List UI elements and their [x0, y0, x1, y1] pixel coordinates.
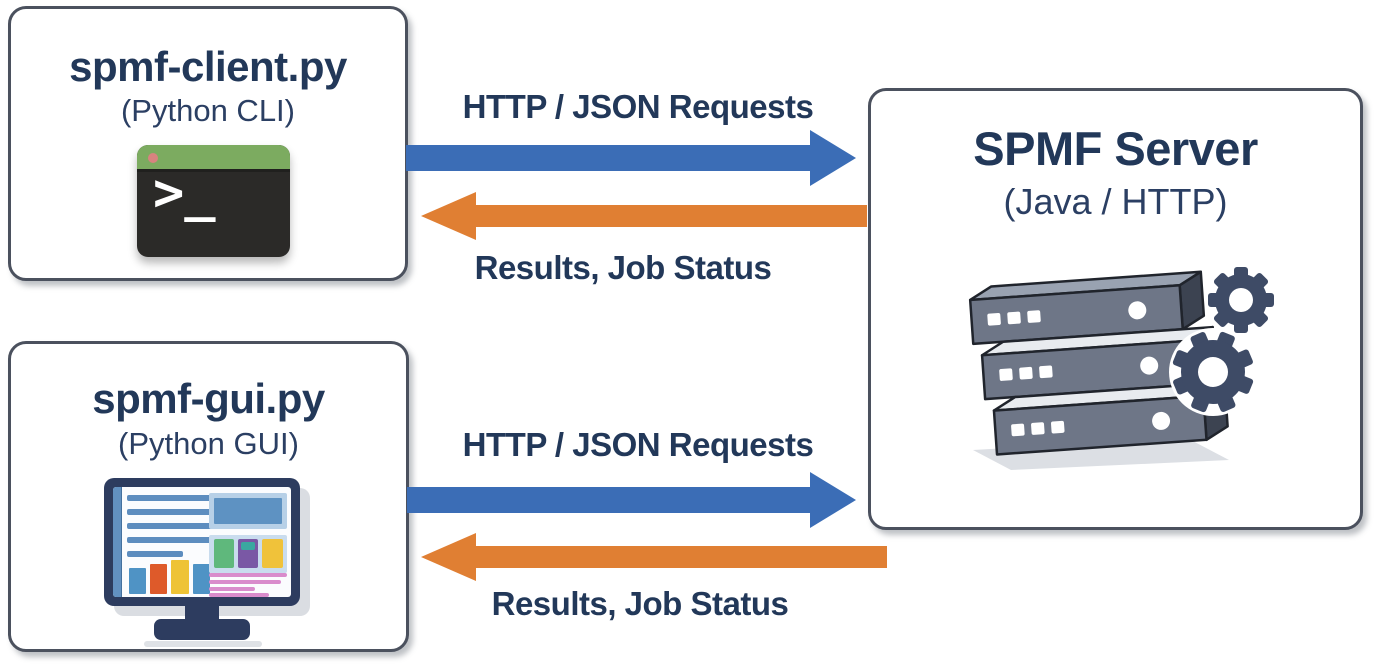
gui-title: spmf-gui.py [92, 375, 325, 422]
monitor-stand-neck [185, 604, 219, 621]
monitor-frame [104, 478, 300, 606]
response-label: Results, Job Status [491, 585, 789, 622]
mini-chart-bar [129, 568, 146, 594]
screen-tiles-panel [209, 535, 287, 573]
server-shadow [973, 438, 1229, 470]
client-subtitle: (Python CLI) [120, 93, 295, 128]
monitor-stand-base [154, 619, 250, 640]
response-arrowhead-icon [421, 192, 476, 240]
mini-chart-bar [193, 564, 210, 594]
monitor-shadow [144, 641, 262, 647]
client-title: spmf-client.py [69, 43, 347, 90]
server-stack-gears-icon [968, 264, 1277, 470]
request-label: HTTP / JSON Requests [462, 88, 814, 125]
screen-header-panel [209, 493, 287, 529]
response-arrowhead-icon [421, 533, 476, 581]
request-arrowhead-icon [810, 130, 856, 186]
server-subtitle: (Java / HTTP) [1003, 181, 1228, 222]
gui-subtitle: (Python GUI) [118, 426, 299, 461]
screen-sidebar [113, 487, 122, 597]
monitor-screen [113, 487, 291, 597]
response-arrow [474, 205, 867, 227]
server-unit [992, 381, 1229, 456]
terminal-prompt-glyph: >_ [153, 163, 216, 223]
request-arrowhead-icon [810, 472, 856, 528]
gear-icon [1205, 264, 1277, 336]
client-node-box: spmf-client.py (Python CLI) >_ [8, 6, 408, 281]
monitor-dashboard-icon [104, 478, 300, 648]
mini-chart-bar [171, 560, 189, 594]
terminal-titlebar [137, 145, 290, 172]
request-label: HTTP / JSON Requests [462, 426, 814, 463]
mini-chart-bar [150, 564, 167, 594]
response-label: Results, Job Status [474, 249, 772, 286]
terminal-icon: >_ [137, 145, 290, 257]
server-unit [968, 270, 1206, 346]
request-arrow [407, 487, 812, 513]
server-title: SPMF Server [973, 122, 1258, 175]
terminal-dot-icon [148, 153, 158, 163]
response-arrow [474, 546, 887, 568]
request-arrow [406, 145, 812, 171]
gear-icon [1169, 328, 1257, 416]
